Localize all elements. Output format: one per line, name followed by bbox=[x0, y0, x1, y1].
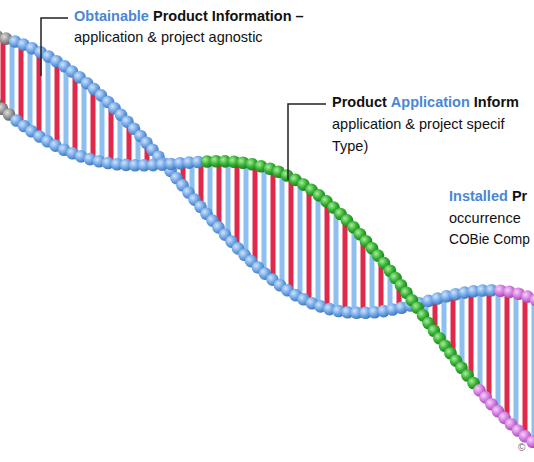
callout-line: ProductApplicationInform bbox=[332, 94, 519, 111]
helix-rung bbox=[514, 293, 519, 429]
callout-text: Product Information – bbox=[153, 8, 304, 25]
callout-text: occurrence bbox=[449, 210, 521, 227]
callout-line: Type) bbox=[332, 138, 368, 155]
helix-rung bbox=[532, 299, 534, 443]
helix-rung bbox=[235, 162, 240, 247]
helix-rung bbox=[73, 74, 78, 155]
callout-line: occurrence bbox=[449, 210, 521, 227]
callout-line: COBie Comp bbox=[449, 232, 530, 249]
callout-text: Product bbox=[332, 94, 387, 111]
helix-rung bbox=[64, 67, 69, 150]
helix-rung bbox=[523, 296, 528, 436]
helix-rung bbox=[1, 38, 6, 110]
helix-rung bbox=[46, 56, 51, 141]
helix-rung bbox=[505, 291, 510, 420]
callout-line: application & project specif bbox=[332, 116, 505, 133]
helix-rung bbox=[253, 165, 258, 265]
helix-rung bbox=[28, 47, 33, 130]
callout-text: application & project specif bbox=[332, 116, 505, 133]
callout-text: Type) bbox=[332, 138, 368, 155]
callout-line: © bbox=[518, 442, 525, 454]
helix-rung bbox=[280, 173, 285, 286]
leader-lines bbox=[41, 18, 326, 180]
helix-rung bbox=[91, 88, 96, 160]
callout-line: ObtainableProduct Information – bbox=[74, 8, 304, 25]
helix-bead bbox=[530, 294, 534, 307]
helix-rung bbox=[487, 290, 492, 401]
helix-rung bbox=[478, 291, 483, 391]
helix-rung bbox=[55, 61, 60, 146]
helix-rung bbox=[298, 182, 303, 297]
helix-rung bbox=[307, 188, 312, 302]
copyright-mark: © bbox=[518, 442, 525, 454]
callout-text: Obtainable bbox=[74, 8, 149, 25]
callout-line: application & project agnostic bbox=[74, 29, 263, 46]
helix-rung bbox=[352, 228, 357, 313]
helix-rung bbox=[226, 161, 231, 237]
callout-text: Application bbox=[391, 94, 470, 111]
helix-rung bbox=[271, 170, 276, 280]
helix-rung bbox=[316, 195, 321, 306]
helix-rung bbox=[262, 167, 267, 273]
helix-rung bbox=[19, 44, 24, 124]
helix-strands bbox=[0, 28, 534, 454]
helix-rung bbox=[496, 291, 501, 412]
callout-line: InstalledPr bbox=[449, 188, 527, 205]
callout-text: Installed bbox=[449, 188, 508, 205]
helix-rung bbox=[82, 81, 87, 158]
leader-line bbox=[41, 18, 68, 76]
helix-bead bbox=[526, 436, 534, 449]
helix-rung bbox=[343, 218, 348, 312]
helix-rungs bbox=[0, 35, 534, 448]
helix-rung bbox=[289, 178, 294, 293]
helix-rung bbox=[469, 292, 474, 380]
callout-text: Inform bbox=[474, 94, 519, 111]
leader-line bbox=[288, 104, 326, 180]
callout-text: Pr bbox=[512, 188, 527, 205]
helix-rung bbox=[10, 40, 15, 116]
helix-rung bbox=[244, 163, 249, 256]
helix-rung bbox=[325, 202, 330, 309]
helix-rung bbox=[361, 238, 366, 313]
helix-rung bbox=[334, 210, 339, 311]
callout-text: application & project agnostic bbox=[74, 29, 263, 46]
callout-text: COBie Comp bbox=[449, 232, 530, 249]
